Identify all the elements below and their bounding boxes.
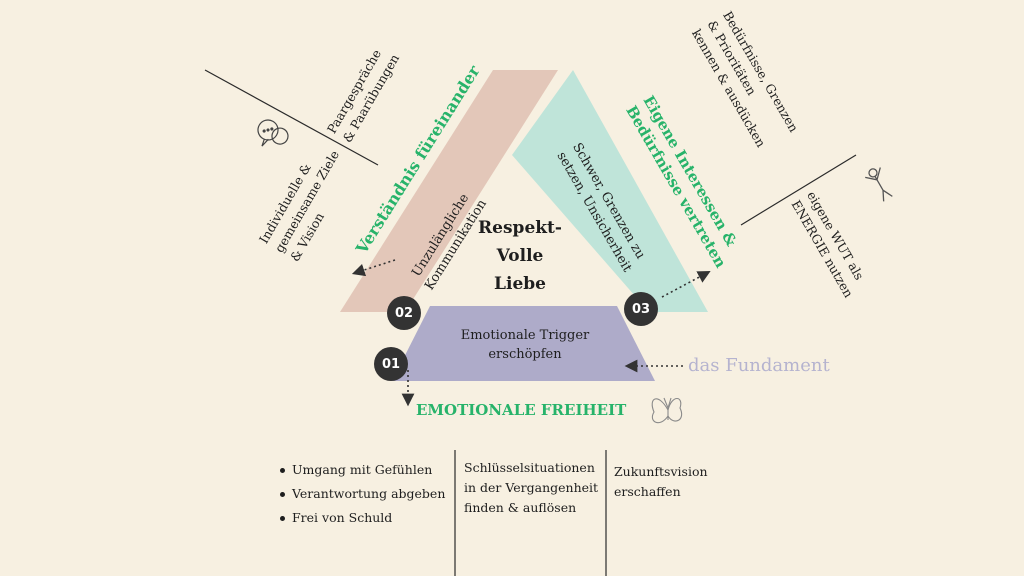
column-2-text: Schlüsselsituationen in der Vergangenhei…: [464, 460, 599, 515]
left-pillar-shape: [340, 70, 558, 312]
foundation-shape: [392, 306, 655, 381]
list-item: Verantwortung abgeben: [280, 482, 445, 506]
fundament-label: das Fundament: [688, 355, 830, 376]
column-3-text: Zukunftsvision erschaffen: [614, 464, 708, 499]
badge-02: 02: [387, 296, 421, 330]
emotional-freedom-label: EMOTIONALE FREIHEIT: [416, 401, 627, 419]
left-dotted-arrow: [351, 259, 396, 277]
list-item: Umgang mit Gefühlen: [280, 458, 445, 482]
person-celebrating-icon: [865, 167, 893, 202]
speech-bubbles-icon: [257, 119, 289, 147]
left-guide-line: [204, 69, 379, 166]
right-pillar-shape: [512, 70, 708, 312]
column-1-list: Umgang mit Gefühlen Verantwortung abgebe…: [280, 458, 445, 530]
right-guide-line: [740, 154, 857, 226]
badge-03: 03: [624, 292, 658, 326]
foundation-text: Emotionale Trigger erschöpfen: [460, 328, 590, 362]
butterfly-icon: [651, 397, 683, 424]
right-dotted-arrow: [661, 270, 711, 298]
badge-01: 01: [374, 347, 408, 381]
center-title: Respekt- Volle Liebe: [478, 218, 562, 294]
list-item: Frei von Schuld: [280, 506, 445, 530]
